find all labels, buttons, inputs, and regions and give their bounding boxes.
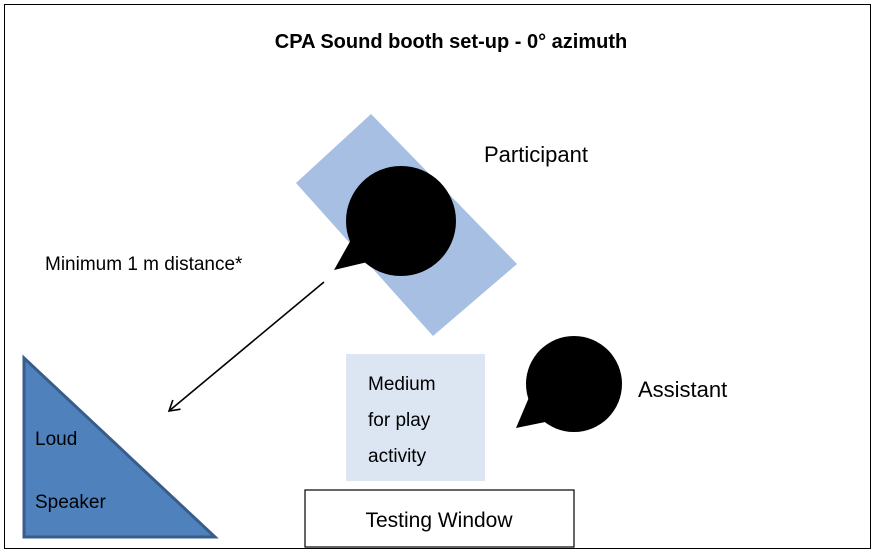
distance-label: Minimum 1 m distance* <box>45 254 243 275</box>
speaker-label: Loud Speaker <box>35 429 106 513</box>
medium-line-1: Medium <box>368 374 436 395</box>
participant-label: Participant <box>484 142 588 167</box>
loud-speaker <box>22 354 219 539</box>
speaker-line-2: Speaker <box>35 492 106 513</box>
assistant-label: Assistant <box>638 377 727 402</box>
participant-head <box>346 166 456 276</box>
diagram-title: CPA Sound booth set-up - 0° azimuth <box>275 31 627 53</box>
distance-arrow <box>167 281 325 412</box>
testing-window <box>304 489 575 548</box>
speaker-line-1: Loud <box>35 429 77 450</box>
medium-line-2: for play <box>368 410 431 431</box>
medium-label: Medium for play activity <box>368 374 441 467</box>
medium-box <box>346 354 485 481</box>
medium-line-3: activity <box>368 446 427 467</box>
assistant-head <box>526 336 622 432</box>
testing-window-label: Testing Window <box>365 509 513 532</box>
